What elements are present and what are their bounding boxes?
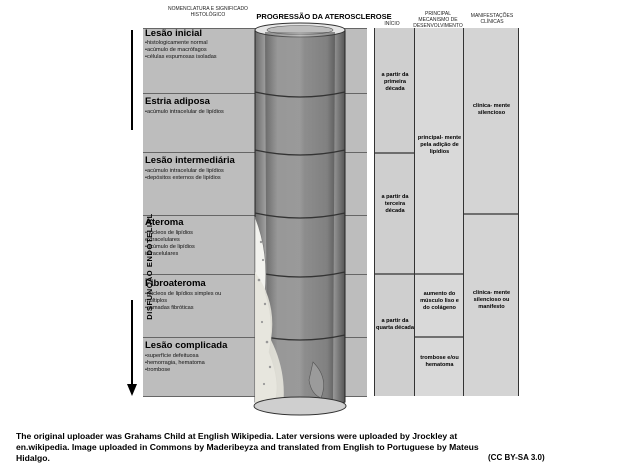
artery-illustration (225, 22, 375, 422)
mechanism-2: aumento do músculo liso e do colágeno (416, 291, 463, 312)
stage-desc-3: •acúmulo intracelular de lipídios•depósi… (145, 168, 237, 182)
progression-arrow-icon (126, 30, 138, 398)
onset-header: INÍCIO (380, 21, 404, 27)
mechanism-3: trombose e/ou hematoma (416, 355, 463, 369)
clinical-1: clínica- mente silencioso (466, 103, 517, 117)
onset-3: a partir da quarta década (376, 318, 414, 332)
stage-desc-4: •núcleos de lipídios extracelulares•acúm… (145, 230, 227, 258)
nomenclature-header: NOMENCLATURA E SIGNIFICADO HISTOLÓGICO (168, 6, 248, 18)
stage-desc-5: •núcleos de lipídios simples ou múltiplo… (145, 291, 235, 312)
stage-name-3: Lesão intermediária (145, 155, 235, 166)
onset-2: a partir da terceira década (376, 194, 414, 215)
stage-name-5: Fibroateroma (145, 278, 206, 289)
diagram-title: PROGRESSÃO DA ATEROSCLEROSE (256, 12, 392, 21)
license-label: (CC BY-SA 3.0) (488, 453, 545, 462)
mechanism-header: PRINCIPAL MECANISMO DE DESENVOLVIMENTO (412, 11, 464, 29)
clinical-header: MANIFESTAÇÕES CLÍNICAS (466, 13, 518, 25)
attribution-caption: The original uploader was Grahams Child … (16, 431, 496, 464)
onset-1: a partir da primeira década (376, 72, 414, 93)
stage-name-2: Estria adiposa (145, 96, 210, 107)
stage-name-1: Lesão inicial (145, 28, 202, 39)
stage-name-6: Lesão complicada (145, 340, 227, 351)
stage-desc-2: •acúmulo intracelular de lipídios (145, 109, 235, 116)
clinical-2: clínica- mente silencioso ou manifesto (466, 290, 517, 311)
side-label: DISFUNÇÃO ENDOTELIAL (145, 213, 154, 320)
mechanism-1: principal- mente pela adição de lipídios (416, 135, 463, 156)
